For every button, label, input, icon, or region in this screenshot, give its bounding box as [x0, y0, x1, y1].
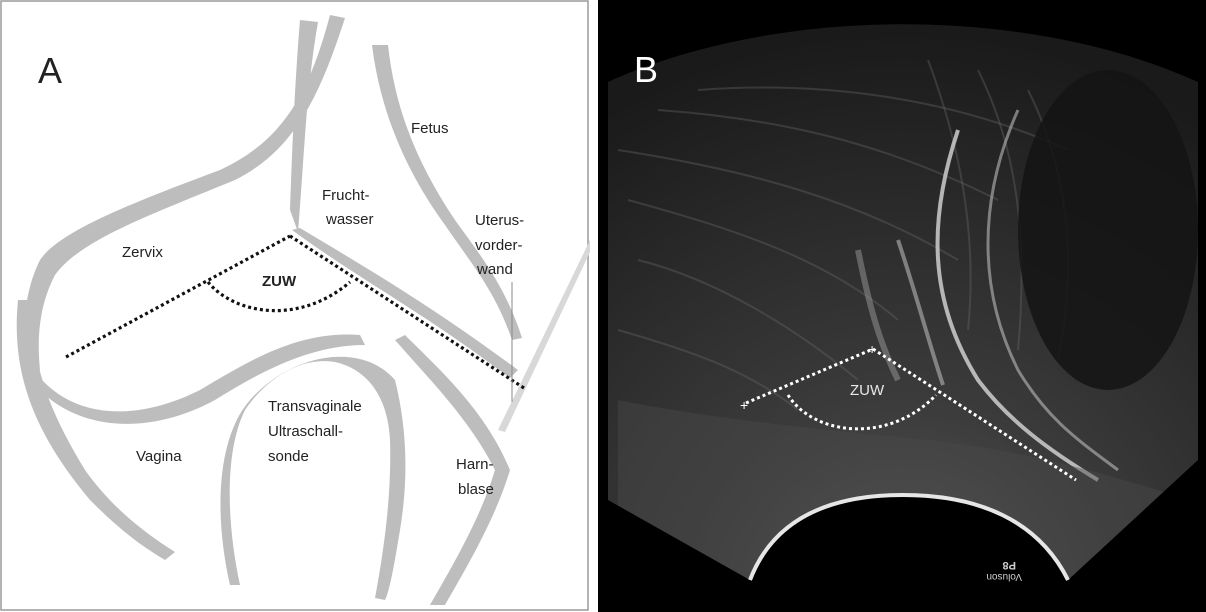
label-sonde-3: sonde — [268, 448, 309, 465]
ultrasound-image: + + ZUW B Voluson P8 — [598, 0, 1206, 612]
panel-a-letter: A — [38, 50, 62, 91]
caliper-top-marker: + — [868, 341, 876, 357]
label-sonde-1: Transvaginale — [268, 398, 362, 415]
label-harnblase-2: blase — [458, 481, 494, 498]
amniotic-fluid-region — [1018, 70, 1198, 390]
caliper-left-marker: + — [740, 397, 748, 413]
us-label-zuw: ZUW — [850, 382, 885, 399]
label-fruchtwasser-1: Frucht- — [322, 187, 370, 204]
label-sonde-2: Ultraschall- — [268, 423, 343, 440]
device-label-1: Voluson — [986, 571, 1022, 582]
label-zervix: Zervix — [122, 244, 163, 261]
panel-a-schematic: A Zervix Frucht- wasser Fetus Uterus- vo… — [0, 0, 590, 612]
device-label-2: P8 — [1003, 559, 1016, 571]
label-fetus: Fetus — [411, 120, 449, 137]
label-uterus-3: wand — [476, 261, 513, 278]
label-zuw: ZUW — [262, 273, 297, 290]
label-uterus-1: Uterus- — [475, 212, 524, 229]
label-uterus-2: vorder- — [475, 237, 523, 254]
panel-b-ultrasound: + + ZUW B Voluson P8 — [598, 0, 1206, 612]
schematic-diagram: A Zervix Frucht- wasser Fetus Uterus- vo… — [0, 0, 590, 612]
label-harnblase-1: Harn- — [456, 456, 494, 473]
panel-b-letter: B — [634, 49, 658, 90]
label-fruchtwasser-2: wasser — [325, 211, 374, 228]
label-vagina: Vagina — [136, 448, 182, 465]
